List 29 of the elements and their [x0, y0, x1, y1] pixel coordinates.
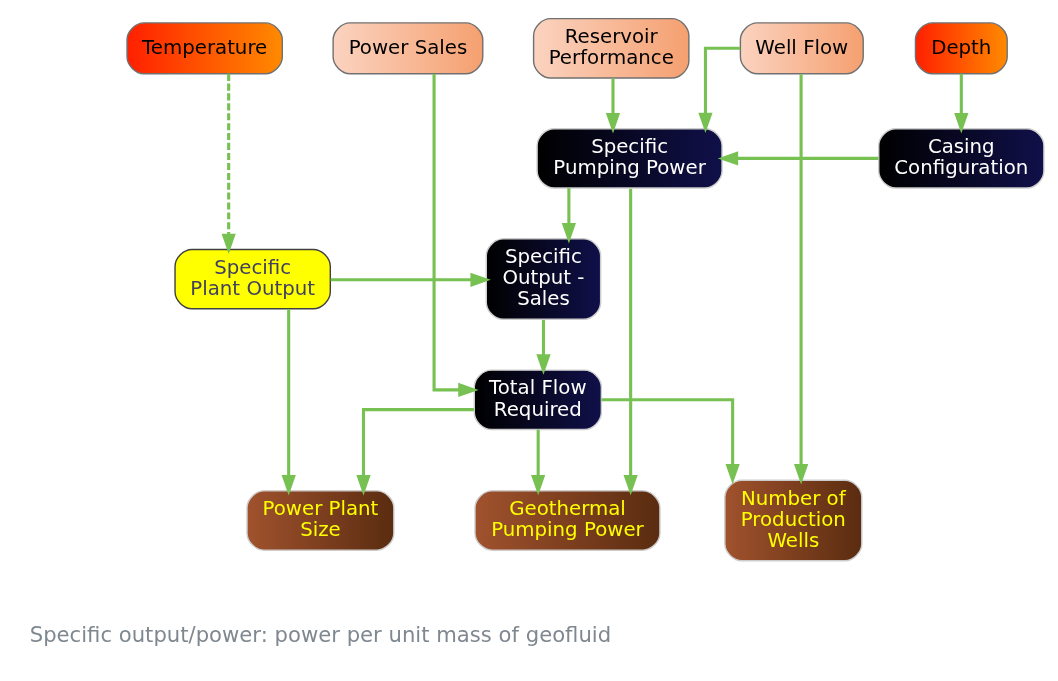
arrow [432, 73, 479, 398]
arrow [281, 309, 296, 496]
arrow [605, 78, 621, 134]
arrow [536, 319, 551, 375]
node-box: Number of Production Wells [724, 479, 863, 562]
node-box: Depth [914, 22, 1008, 75]
arrow [623, 188, 638, 496]
arrow [954, 73, 969, 134]
arrow [330, 272, 491, 287]
node-box: Reservoir Performance [532, 17, 690, 79]
node-box: Power Sales [332, 22, 484, 75]
node-box: Casing Configuration [878, 128, 1045, 189]
node-box: Power Plant Size [246, 490, 395, 551]
node-box: Well Flow [739, 22, 864, 75]
label: Specific output/power: power per unit mass of geofluid [29, 621, 612, 647]
node-box: Specific Output - Sales [485, 238, 602, 321]
node-box: Temperature [126, 22, 284, 75]
arrow [221, 73, 236, 255]
arrow [698, 46, 741, 134]
arrow [561, 188, 576, 244]
node-box: Specific Plant Output [174, 248, 331, 310]
arrow [531, 429, 546, 496]
node-box: Specific Pumping Power [536, 128, 723, 189]
arrow [356, 408, 474, 496]
arrow [601, 398, 740, 485]
arrow [793, 74, 809, 485]
node-box: Total Flow Required [473, 369, 603, 431]
node-box: Geothermal Pumping Power [474, 490, 661, 551]
arrow [717, 151, 879, 166]
